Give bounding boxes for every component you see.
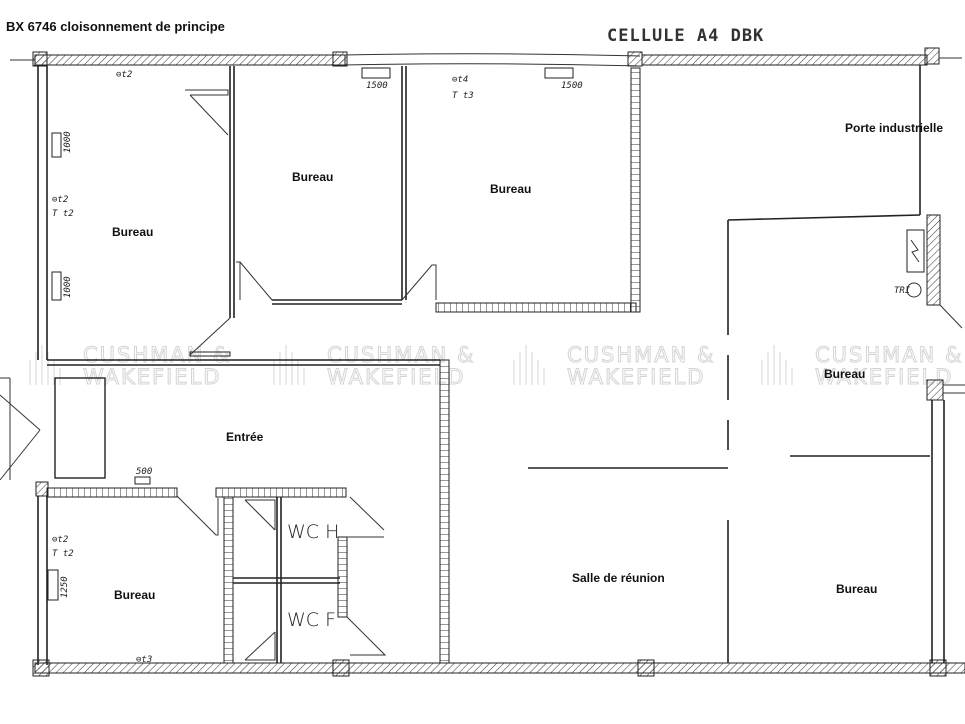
phone-label: T t2 xyxy=(52,549,74,559)
svg-text:WAKEFIELD: WAKEFIELD xyxy=(83,365,221,389)
outlet-label: ⊖t3 xyxy=(136,655,152,665)
annotations: 1000 1000 1500 1500 1250 500 WC H WC F T… xyxy=(52,70,911,665)
phone-label: T t3 xyxy=(452,91,474,101)
outlet-label: ⊖t4 xyxy=(452,75,468,85)
dimension-label: 1500 xyxy=(366,81,388,91)
room-label-entree: Entrée xyxy=(226,430,264,444)
dimension-label: 1500 xyxy=(561,81,583,91)
wc-f-label: WC F xyxy=(287,609,336,631)
room-label-bureau: Bureau xyxy=(112,225,153,239)
partitions xyxy=(46,66,930,664)
tri-label: TRI xyxy=(894,286,911,296)
room-label-porte-industrielle: Porte industrielle xyxy=(845,121,943,135)
room-label-bureau: Bureau xyxy=(114,588,155,602)
phone-label: T t2 xyxy=(52,209,74,219)
room-label-bureau: Bureau xyxy=(490,182,531,196)
svg-text:WAKEFIELD: WAKEFIELD xyxy=(567,365,705,389)
outlet-label: ⊖t2 xyxy=(116,70,132,80)
svg-text:CUSHMAN &: CUSHMAN & xyxy=(327,343,475,367)
plan-title: BX 6746 cloisonnement de principe xyxy=(6,19,225,34)
outer-walls xyxy=(0,47,965,677)
svg-text:CUSHMAN &: CUSHMAN & xyxy=(815,343,963,367)
cell-stamp: CELLULE A4 DBK xyxy=(607,26,764,46)
room-label-bureau: Bureau xyxy=(292,170,333,184)
svg-text:CUSHMAN &: CUSHMAN & xyxy=(83,343,231,367)
dimension-label: 500 xyxy=(136,467,152,477)
wc-h-label: WC H xyxy=(287,521,339,543)
dimension-label: 1000 xyxy=(63,276,73,298)
room-label-bureau: Bureau xyxy=(836,582,877,596)
dimension-label: 1000 xyxy=(63,131,73,153)
dimension-label: 1250 xyxy=(60,576,70,598)
room-label-salle-de-reunion: Salle de réunion xyxy=(572,571,665,585)
room-label-bureau: Bureau xyxy=(824,367,865,381)
outlet-label: ⊖t2 xyxy=(52,195,68,205)
outlet-label: ⊖t2 xyxy=(52,535,68,545)
watermark: CUSHMAN & WAKEFIELD CUSHMAN & WAKEFIELD … xyxy=(29,343,963,390)
svg-text:CUSHMAN &: CUSHMAN & xyxy=(567,343,715,367)
